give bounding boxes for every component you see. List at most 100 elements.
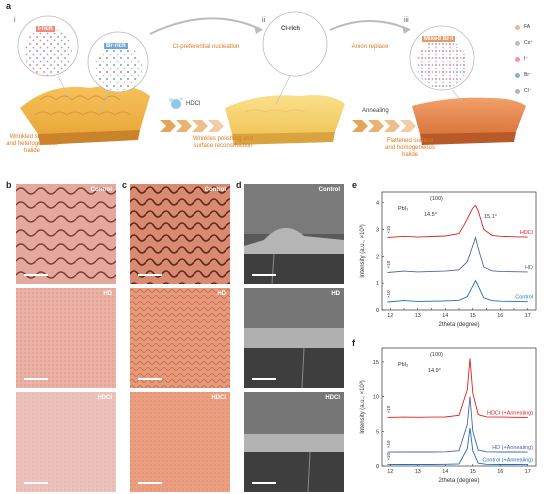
panel-label-d: d — [236, 180, 242, 190]
y-tick-label: 5 — [376, 429, 379, 435]
y-tick-label: 0 — [376, 308, 379, 314]
y-tick-label: 3 — [376, 228, 379, 234]
panel-label-e: e — [352, 180, 358, 190]
multiplier-label: ×10 — [386, 290, 391, 298]
series-label: HD (+Annealing) — [492, 445, 533, 451]
x-tick-label: 15 — [470, 469, 476, 475]
x-tick-label: 14 — [442, 313, 448, 319]
x-tick-label: 17 — [525, 313, 531, 319]
tag-b-hd: HD — [103, 291, 112, 297]
stage-i: i — [14, 17, 16, 24]
x-tick-label: 12 — [387, 469, 393, 475]
desc-polishing: Wrinkles polishing and surface reconstru… — [193, 136, 253, 149]
droplet-icon — [169, 97, 183, 109]
process-label-annealing: Annealing — [362, 108, 389, 114]
zoom-circle-cl-rich — [262, 11, 328, 77]
series-label: Control — [515, 295, 533, 301]
sem-d-control: Control — [244, 184, 344, 284]
multiplier-label: ×10 — [386, 260, 391, 268]
series-line-hdcl-annealing- — [387, 358, 528, 418]
label-mixed-br-i: Mixed Br-I — [422, 36, 456, 42]
panel-label-a: a — [6, 1, 12, 11]
tag-b-hdcl: HDCl — [97, 395, 112, 401]
label-br-rich: Br-rich — [104, 43, 128, 49]
afm-b-control: Control — [16, 184, 116, 284]
peak-label: (100) — [430, 196, 443, 202]
y-tick-label: 10 — [373, 395, 379, 401]
afm-b-hd: HD — [16, 288, 116, 388]
process-label-hdcl: HDCl — [186, 101, 201, 107]
multiplier-label: ×10 — [386, 452, 391, 460]
x-axis-label: 2theta (degree) — [438, 322, 479, 328]
afm-c-hd: HD — [130, 288, 230, 388]
label-i-rich: I-rich — [36, 26, 55, 32]
sem-d-hd: HD — [244, 288, 344, 388]
film-flattened — [412, 97, 526, 145]
x-tick-label: 16 — [497, 469, 503, 475]
x-tick-label: 13 — [415, 313, 421, 319]
panel-label-c: c — [122, 180, 128, 190]
multiplier-label: ×10 — [386, 405, 391, 413]
desc-wrinkled: Wrinkled surface and heterogeneous halid… — [6, 134, 58, 154]
y-axis-label: Intensity (a.u., ×10³) — [360, 224, 366, 278]
series-line-control — [387, 279, 528, 303]
series-label: HDCl — [520, 230, 533, 236]
label-cl-rich: Cl-rich — [281, 26, 301, 32]
legend-br: Br⁻ — [515, 72, 532, 78]
legend-fa: FA — [515, 24, 530, 30]
x-axis-label: 2theta (degree) — [438, 478, 479, 484]
series-line-hdcl — [387, 204, 528, 239]
desc-flattened: Flattened surface and homogeneous halide — [385, 138, 435, 158]
tag-d-hd: HD — [331, 291, 340, 297]
legend-cs: Cs⁺ — [515, 40, 533, 46]
series-line-hd-annealing- — [387, 396, 528, 453]
chevron-arrows-1 — [160, 120, 224, 132]
chevron-arrows-2 — [352, 120, 416, 132]
y-tick-label: 4 — [376, 201, 379, 207]
tag-c-hdcl: HDCl — [211, 395, 226, 401]
series-label: HD — [525, 265, 533, 271]
arrow-label-nucleation: Cl-preferential nucleation — [172, 44, 240, 50]
plot-frame — [381, 347, 537, 467]
stage-ii: ii — [262, 17, 266, 24]
film-wrinkled — [20, 85, 150, 145]
series-line-control-annealing- — [387, 427, 528, 466]
x-tick-label: 15 — [470, 313, 476, 319]
panel-label-b: b — [6, 180, 12, 190]
panel-label-f: f — [352, 338, 355, 348]
multiplier-label: ×10 — [386, 225, 391, 233]
tag-d-hdcl: HDCl — [325, 395, 340, 401]
angle-label: 14.9° — [428, 368, 441, 374]
y-tick-label: 15 — [373, 360, 379, 366]
impurity-label: PbI₂ — [398, 362, 408, 368]
y-tick-label: 2 — [376, 254, 379, 260]
sem-d-hdcl: HDCl — [244, 392, 344, 492]
x-tick-label: 13 — [415, 469, 421, 475]
y-tick-label: 0 — [376, 464, 379, 470]
peak-label: (100) — [430, 352, 443, 358]
legend-cl: Cl⁻ — [515, 88, 531, 94]
x-tick-label: 14 — [442, 469, 448, 475]
tag-b-control: Control — [90, 187, 112, 193]
series-label: HDCl (+Annealing) — [487, 410, 533, 416]
arrow-label-anion-replace: Anion replace — [351, 44, 389, 50]
stage-iii: iii — [404, 17, 409, 24]
x-tick-label: 17 — [525, 469, 531, 475]
afm-c-control: Control — [130, 184, 230, 284]
x-tick-label: 12 — [387, 313, 393, 319]
multiplier-label: ×10 — [386, 440, 391, 448]
afm-c-hdcl: HDCl — [130, 392, 230, 492]
tag-c-control: Control — [204, 187, 226, 193]
tag-c-hd: HD — [217, 291, 226, 297]
afm-b-hdcl: HDCl — [16, 392, 116, 492]
schematic-svg — [17, 11, 526, 145]
angle-label: 15.1° — [484, 214, 497, 220]
angle-label: 14.5° — [424, 212, 437, 218]
atom-legend: FA Cs⁺ I⁻ Br⁻ Cl⁻ — [515, 24, 544, 104]
series-label: Control (+Annealing) — [482, 458, 533, 464]
legend-i: I⁻ — [515, 56, 528, 62]
x-tick-label: 16 — [497, 313, 503, 319]
series-line-hd — [387, 236, 528, 273]
